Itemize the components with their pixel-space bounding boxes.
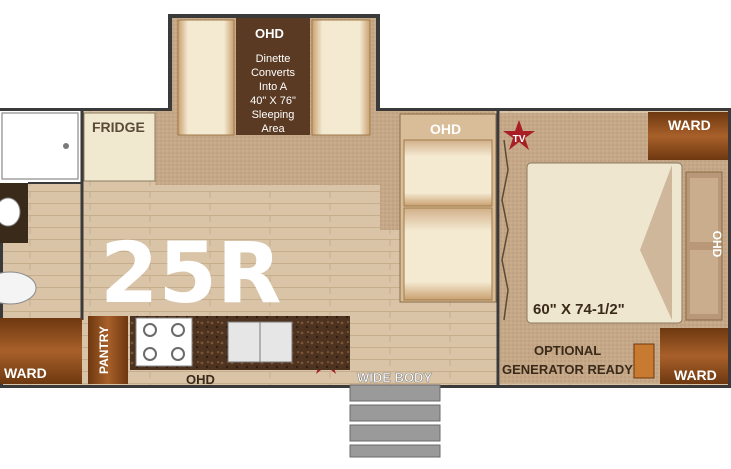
dinette: OHD Dinette Converts Into A 40" X 76" Sl… bbox=[177, 18, 371, 136]
stove-icon bbox=[135, 317, 193, 367]
ward-left: WARD bbox=[0, 318, 82, 384]
fridge: FRIDGE bbox=[83, 112, 156, 182]
ward-left-label: WARD bbox=[4, 365, 47, 381]
ward-bottom-right-label: WARD bbox=[674, 367, 717, 383]
tv-star-icon bbox=[503, 120, 535, 150]
dinette-text-2: Converts bbox=[251, 67, 296, 79]
kitchen: OHD bbox=[130, 316, 350, 387]
model-number: 25R bbox=[100, 224, 282, 322]
dinette-ohd-label: OHD bbox=[255, 26, 284, 41]
dinette-text-1: Dinette bbox=[256, 53, 291, 65]
wide-body-label: WIDE BODY bbox=[357, 370, 432, 385]
toilet-icon bbox=[0, 271, 37, 305]
fridge-label: FRIDGE bbox=[92, 119, 145, 135]
dinette-text-5: Sleeping bbox=[252, 109, 295, 121]
bathroom bbox=[0, 111, 84, 320]
bed-ohd-label: OHD bbox=[710, 231, 724, 258]
bedroom: OHD 60" X 74-1/2" WARD WARD OPTIONAL GEN… bbox=[496, 111, 728, 385]
ward-top-right-label: WARD bbox=[668, 117, 711, 133]
generator-label: GENERATOR READY bbox=[502, 362, 633, 377]
entry-steps bbox=[349, 384, 441, 458]
optional-label: OPTIONAL bbox=[534, 343, 601, 358]
sofa-ohd-label: OHD bbox=[430, 121, 461, 137]
shower-drain-icon bbox=[63, 143, 69, 149]
dinette-text-3: Into A bbox=[259, 81, 288, 93]
tv-badge-bedroom: TV bbox=[503, 120, 535, 150]
dinette-text-4: 40" X 76" bbox=[250, 95, 296, 107]
sink-icon bbox=[0, 197, 21, 227]
bed-size-label: 60" X 74-1/2" bbox=[533, 301, 625, 318]
pantry-label: PANTRY bbox=[97, 326, 111, 374]
sofa: OHD bbox=[399, 113, 497, 303]
pantry: PANTRY bbox=[88, 316, 128, 384]
tv-label-bedroom: TV bbox=[513, 134, 526, 145]
kitchen-ohd-label: OHD bbox=[186, 372, 215, 387]
dinette-text-6: Area bbox=[261, 123, 285, 135]
